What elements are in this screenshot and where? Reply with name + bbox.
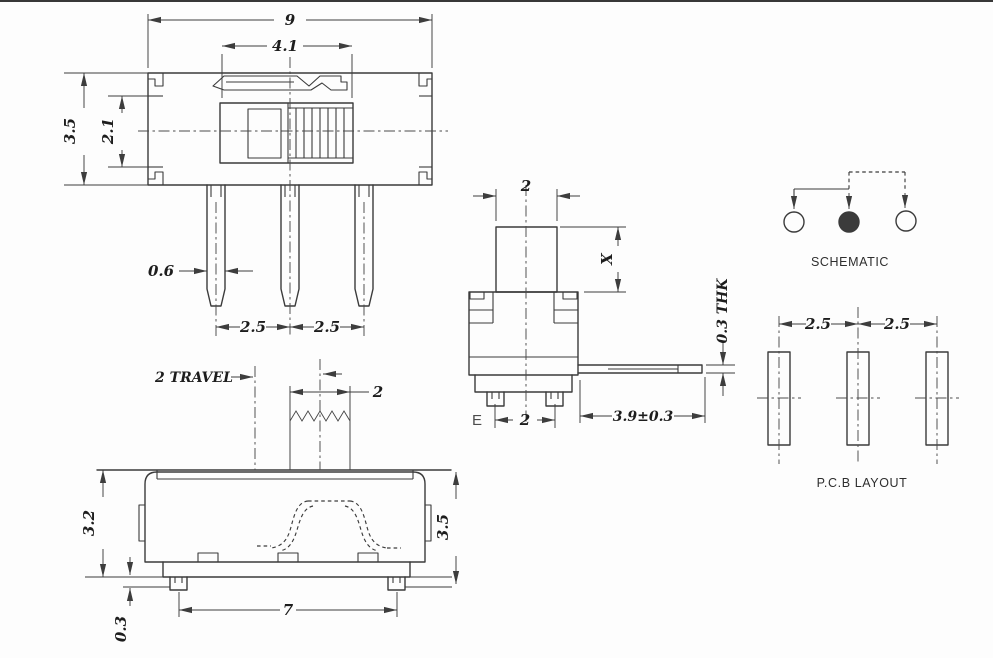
dim-body-width: 9 [285,11,296,29]
dim-terminal-thickness: 0.3 THK [715,278,731,344]
schematic-wiring-solid [793,188,849,197]
front-view-centerlines [254,359,321,470]
pcb-pads [767,351,949,446]
side-view-body [468,226,703,407]
dim-pin-width: 0.6 [148,262,175,280]
dim-pad-pitch-left: 2.5 [804,315,831,333]
dim-inner-height: 2.1 [99,118,117,145]
dim-knob-width-front: 2 [372,383,383,401]
front-view-dimensions [99,370,460,617]
top-view-centerlines [138,57,448,338]
top-view: 9 4.1 3.5 2.1 0.6 2.5 2.5 [61,11,448,338]
side-view: 2 X 0.3 THK 3.9±0.3 E 2 [468,177,735,429]
dim-body-height: 3.5 [61,118,79,144]
dim-pin-pitch-left: 2.5 [239,318,266,336]
pcb-centerlines [757,307,959,464]
pcb-layout: 2.5 2.5 P.C.B LAYOUT [757,307,959,490]
schematic-terminal-left [783,211,805,233]
top-view-slot [212,75,348,91]
dim-feet-span: 7 [283,601,294,619]
side-view-details [469,292,679,399]
top-view-knob [219,102,354,164]
top-view-corner-details [148,73,432,197]
schematic-arrows [790,193,909,209]
schematic-terminal-common [838,211,860,233]
top-view-dimensions [64,14,433,331]
pcb-layout-label: P.C.B LAYOUT [817,476,908,490]
dim-pin-pitch-right: 2.5 [313,318,340,336]
schematic: SCHEMATIC [783,171,917,269]
dim-knob-height: X [598,252,616,266]
dim-knob-width-side: 2 [520,177,531,195]
side-view-dimensions [473,189,735,428]
schematic-wiring-dashed [848,171,906,191]
dim-pad-pitch-right: 2.5 [883,315,910,333]
front-view-details [85,470,452,588]
dim-standoff: 0.3 [112,616,130,642]
dim-feet-pitch: 2 [519,411,530,429]
dim-travel: 2 TRAVEL [154,370,233,386]
front-view: 2 TRAVEL 2 3.2 3.5 0.3 7 [80,359,460,642]
dim-terminal-length: 3.9±0.3 [613,409,674,425]
label-e: E [472,412,482,429]
front-view-hidden-contact [257,500,401,552]
schematic-label: SCHEMATIC [811,255,889,269]
dim-body-height-front: 3.2 [80,510,98,536]
schematic-terminal-right [895,210,917,232]
front-view-body [96,469,452,591]
dim-knob-width: 4.1 [272,37,298,55]
dim-total-height: 3.5 [434,514,452,540]
